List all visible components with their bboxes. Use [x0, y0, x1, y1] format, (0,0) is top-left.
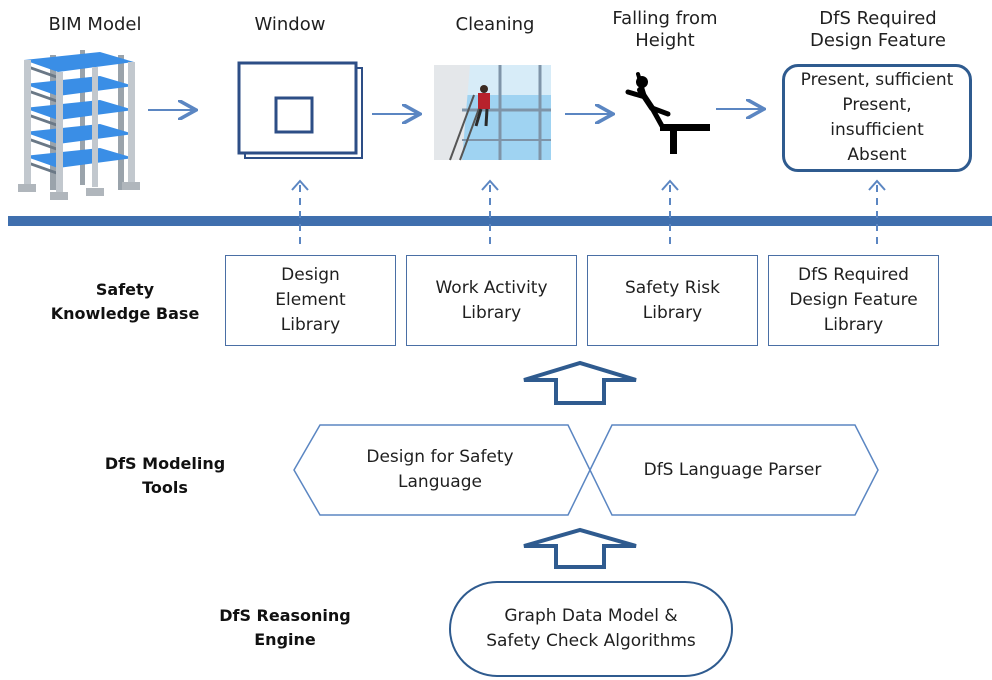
falling-label: Falling from Height — [612, 8, 718, 51]
window-label: Window — [254, 14, 326, 35]
falling-person-icon — [625, 72, 710, 154]
dfs-parser-label: DfS Language Parser — [643, 460, 822, 480]
reasoning-engine-shape — [449, 581, 733, 677]
modeling-tools-label: DfS Modeling Tools — [104, 454, 226, 497]
knowledge-base-label: Safety Knowledge Base — [50, 280, 200, 323]
dfs-feature-label: DfS Required Design Feature — [810, 8, 946, 51]
cleaning-label: Cleaning — [455, 14, 535, 35]
window-cleaning-photo — [434, 65, 551, 161]
dashed-link-arrows — [299, 184, 878, 244]
knowledge-divider-bar — [8, 216, 992, 226]
safety-risk-library: Safety Risk Library — [587, 255, 758, 346]
state-present-sufficient: Present, sufficient — [800, 70, 954, 90]
bim-building-icon — [18, 50, 140, 200]
block-arrow-up-2 — [523, 527, 637, 569]
state-insufficient: insufficient — [830, 120, 924, 140]
work-activity-library: Work Activity Library — [406, 255, 577, 346]
bim-model-label: BIM Model — [48, 14, 142, 35]
block-arrow-up-1 — [523, 360, 637, 405]
state-absent: Absent — [847, 145, 907, 165]
state-present: Present, — [842, 95, 912, 115]
reasoning-engine-text: Graph Data Model & Safety Check Algorith… — [486, 606, 696, 651]
dfs-parser-hexagon — [589, 424, 879, 516]
window-icon — [237, 61, 363, 159]
dfs-language-label: Design for Safety Language — [366, 447, 514, 492]
feature-states-box: Present, sufficient Present, insufficien… — [782, 64, 972, 172]
design-element-library: Design Element Library — [225, 255, 396, 346]
reasoning-engine-label: DfS Reasoning Engine — [219, 606, 351, 649]
dfs-language-hexagon — [293, 424, 591, 516]
dashed-arrow-heads — [291, 179, 886, 191]
dfs-feature-library: DfS Required Design Feature Library — [768, 255, 939, 346]
pipeline-arrows — [148, 109, 764, 114]
